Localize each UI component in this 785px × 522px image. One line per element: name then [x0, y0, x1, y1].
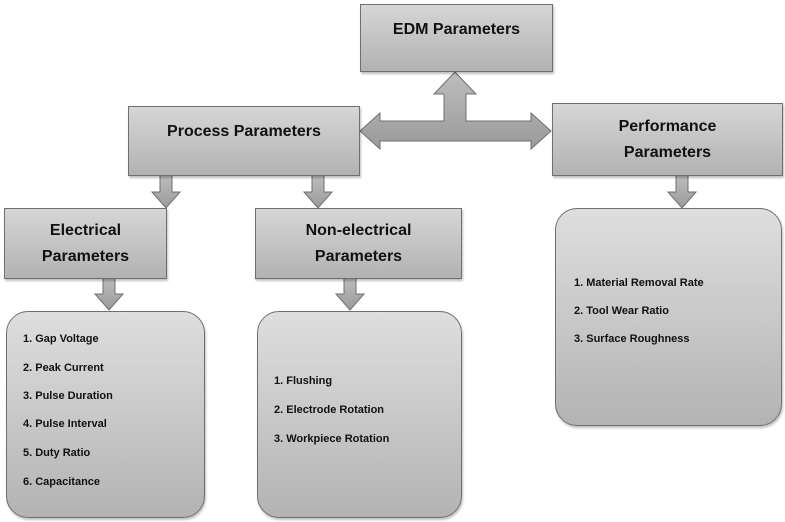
arrow-non-electrical-to-list	[334, 277, 366, 311]
list-item: 3. Workpiece Rotation	[274, 433, 390, 445]
performance-parameters-line2: Parameters	[623, 143, 712, 161]
list-item: 2. Tool Wear Ratio	[574, 305, 669, 317]
edm-parameters-node: EDM Parameters	[360, 4, 553, 72]
electrical-parameters-node: Electrical Parameters	[4, 208, 167, 279]
list-item: 1. Material Removal Rate	[574, 277, 704, 289]
edm-parameters-label: EDM Parameters	[392, 21, 521, 38]
performance-parameters-node: Performance Parameters	[552, 103, 783, 176]
electrical-parameters-list: 1. Gap Voltage 2. Peak Current 3. Pulse …	[6, 311, 205, 518]
list-item: 5. Duty Ratio	[23, 447, 91, 459]
list-item: 2. Peak Current	[23, 362, 104, 374]
non-electrical-parameters-line1: Non-electrical	[305, 221, 412, 239]
list-item: 1. Flushing	[274, 375, 333, 387]
list-item: 2. Electrode Rotation	[274, 404, 385, 416]
central-connector-arrow	[359, 71, 552, 151]
performance-parameters-list: 1. Material Removal Rate 2. Tool Wear Ra…	[555, 208, 782, 426]
list-item: 3. Pulse Duration	[23, 390, 113, 402]
performance-parameters-line1: Performance	[618, 117, 717, 135]
arrow-process-to-non-electrical	[302, 174, 334, 209]
arrow-performance-to-list	[666, 174, 698, 209]
list-item: 3. Surface Roughness	[574, 333, 690, 345]
non-electrical-parameters-line2: Parameters	[314, 247, 403, 265]
list-item: 6. Capacitance	[23, 476, 101, 488]
arrow-electrical-to-list	[93, 277, 125, 311]
process-parameters-node: Process Parameters	[128, 106, 360, 176]
arrow-process-to-electrical	[150, 174, 182, 209]
list-item: 1. Gap Voltage	[23, 333, 99, 345]
electrical-parameters-line2: Parameters	[41, 247, 130, 265]
non-electrical-parameters-list: 1. Flushing 2. Electrode Rotation 3. Wor…	[257, 311, 462, 518]
non-electrical-parameters-node: Non-electrical Parameters	[255, 208, 462, 279]
process-parameters-label: Process Parameters	[167, 123, 321, 140]
electrical-parameters-line1: Electrical	[49, 221, 122, 239]
list-item: 4. Pulse Interval	[23, 418, 107, 430]
